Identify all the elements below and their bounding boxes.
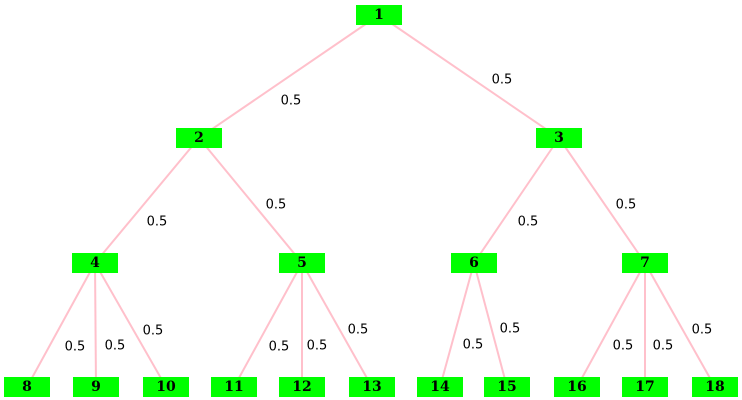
tree-node-3[interactable]: 3 bbox=[536, 128, 582, 148]
tree-node-8[interactable]: 8 bbox=[4, 377, 50, 397]
tree-node-18[interactable]: 18 bbox=[692, 377, 738, 397]
tree-node-14[interactable]: 14 bbox=[417, 377, 463, 397]
tree-node-10[interactable]: 10 bbox=[143, 377, 189, 397]
edge-3-7 bbox=[558, 137, 646, 264]
edge-weight-label-4-10: 0.5 bbox=[142, 323, 164, 339]
tree-node-9[interactable]: 9 bbox=[73, 377, 119, 397]
edge-weight-label-7-16: 0.5 bbox=[612, 338, 634, 354]
tree-node-6[interactable]: 6 bbox=[451, 253, 497, 273]
edge-weight-label-5-12: 0.5 bbox=[306, 338, 328, 354]
edge-weight-label-4-8: 0.5 bbox=[64, 339, 86, 355]
tree-node-17[interactable]: 17 bbox=[622, 377, 668, 397]
edge-1-3 bbox=[378, 14, 560, 139]
edge-weight-label-5-13: 0.5 bbox=[347, 322, 369, 338]
edge-4-8 bbox=[26, 262, 96, 388]
edge-weight-label-6-14: 0.5 bbox=[462, 337, 484, 353]
tree-node-16[interactable]: 16 bbox=[554, 377, 600, 397]
tree-node-7[interactable]: 7 bbox=[622, 253, 668, 273]
edge-6-15 bbox=[473, 262, 508, 388]
tree-node-15[interactable]: 15 bbox=[484, 377, 530, 397]
edge-7-18 bbox=[644, 262, 716, 388]
edge-weight-label-4-9: 0.5 bbox=[104, 338, 126, 354]
tree-node-12[interactable]: 12 bbox=[279, 377, 325, 397]
edge-2-4 bbox=[94, 137, 200, 264]
edge-6-14 bbox=[439, 262, 475, 388]
edge-weight-label-1-3: 0.5 bbox=[491, 72, 513, 88]
edge-2-5 bbox=[198, 137, 303, 264]
edge-weight-label-3-7: 0.5 bbox=[615, 197, 637, 213]
edge-weight-label-6-15: 0.5 bbox=[499, 321, 521, 337]
tree-node-13[interactable]: 13 bbox=[349, 377, 395, 397]
tree-node-4[interactable]: 4 bbox=[72, 253, 118, 273]
edge-1-2 bbox=[198, 14, 380, 139]
edge-7-16 bbox=[576, 262, 646, 388]
tree-node-1[interactable]: 1 bbox=[356, 5, 402, 25]
edge-4-9 bbox=[94, 262, 97, 388]
tree-node-11[interactable]: 11 bbox=[211, 377, 257, 397]
edge-weight-label-1-2: 0.5 bbox=[280, 93, 302, 109]
edge-4-10 bbox=[94, 262, 167, 388]
edge-weight-label-5-11: 0.5 bbox=[268, 339, 290, 355]
edge-5-11 bbox=[233, 262, 303, 388]
edge-weight-label-3-6: 0.5 bbox=[517, 214, 539, 230]
tree-node-2[interactable]: 2 bbox=[176, 128, 222, 148]
edge-weight-label-7-18: 0.5 bbox=[691, 322, 713, 338]
edge-weight-label-2-4: 0.5 bbox=[146, 214, 168, 230]
tree-node-5[interactable]: 5 bbox=[279, 253, 325, 273]
edge-weight-label-2-5: 0.5 bbox=[265, 197, 287, 213]
edge-weight-label-7-17: 0.5 bbox=[652, 338, 674, 354]
edge-5-13 bbox=[301, 262, 373, 388]
edge-3-6 bbox=[473, 137, 560, 264]
